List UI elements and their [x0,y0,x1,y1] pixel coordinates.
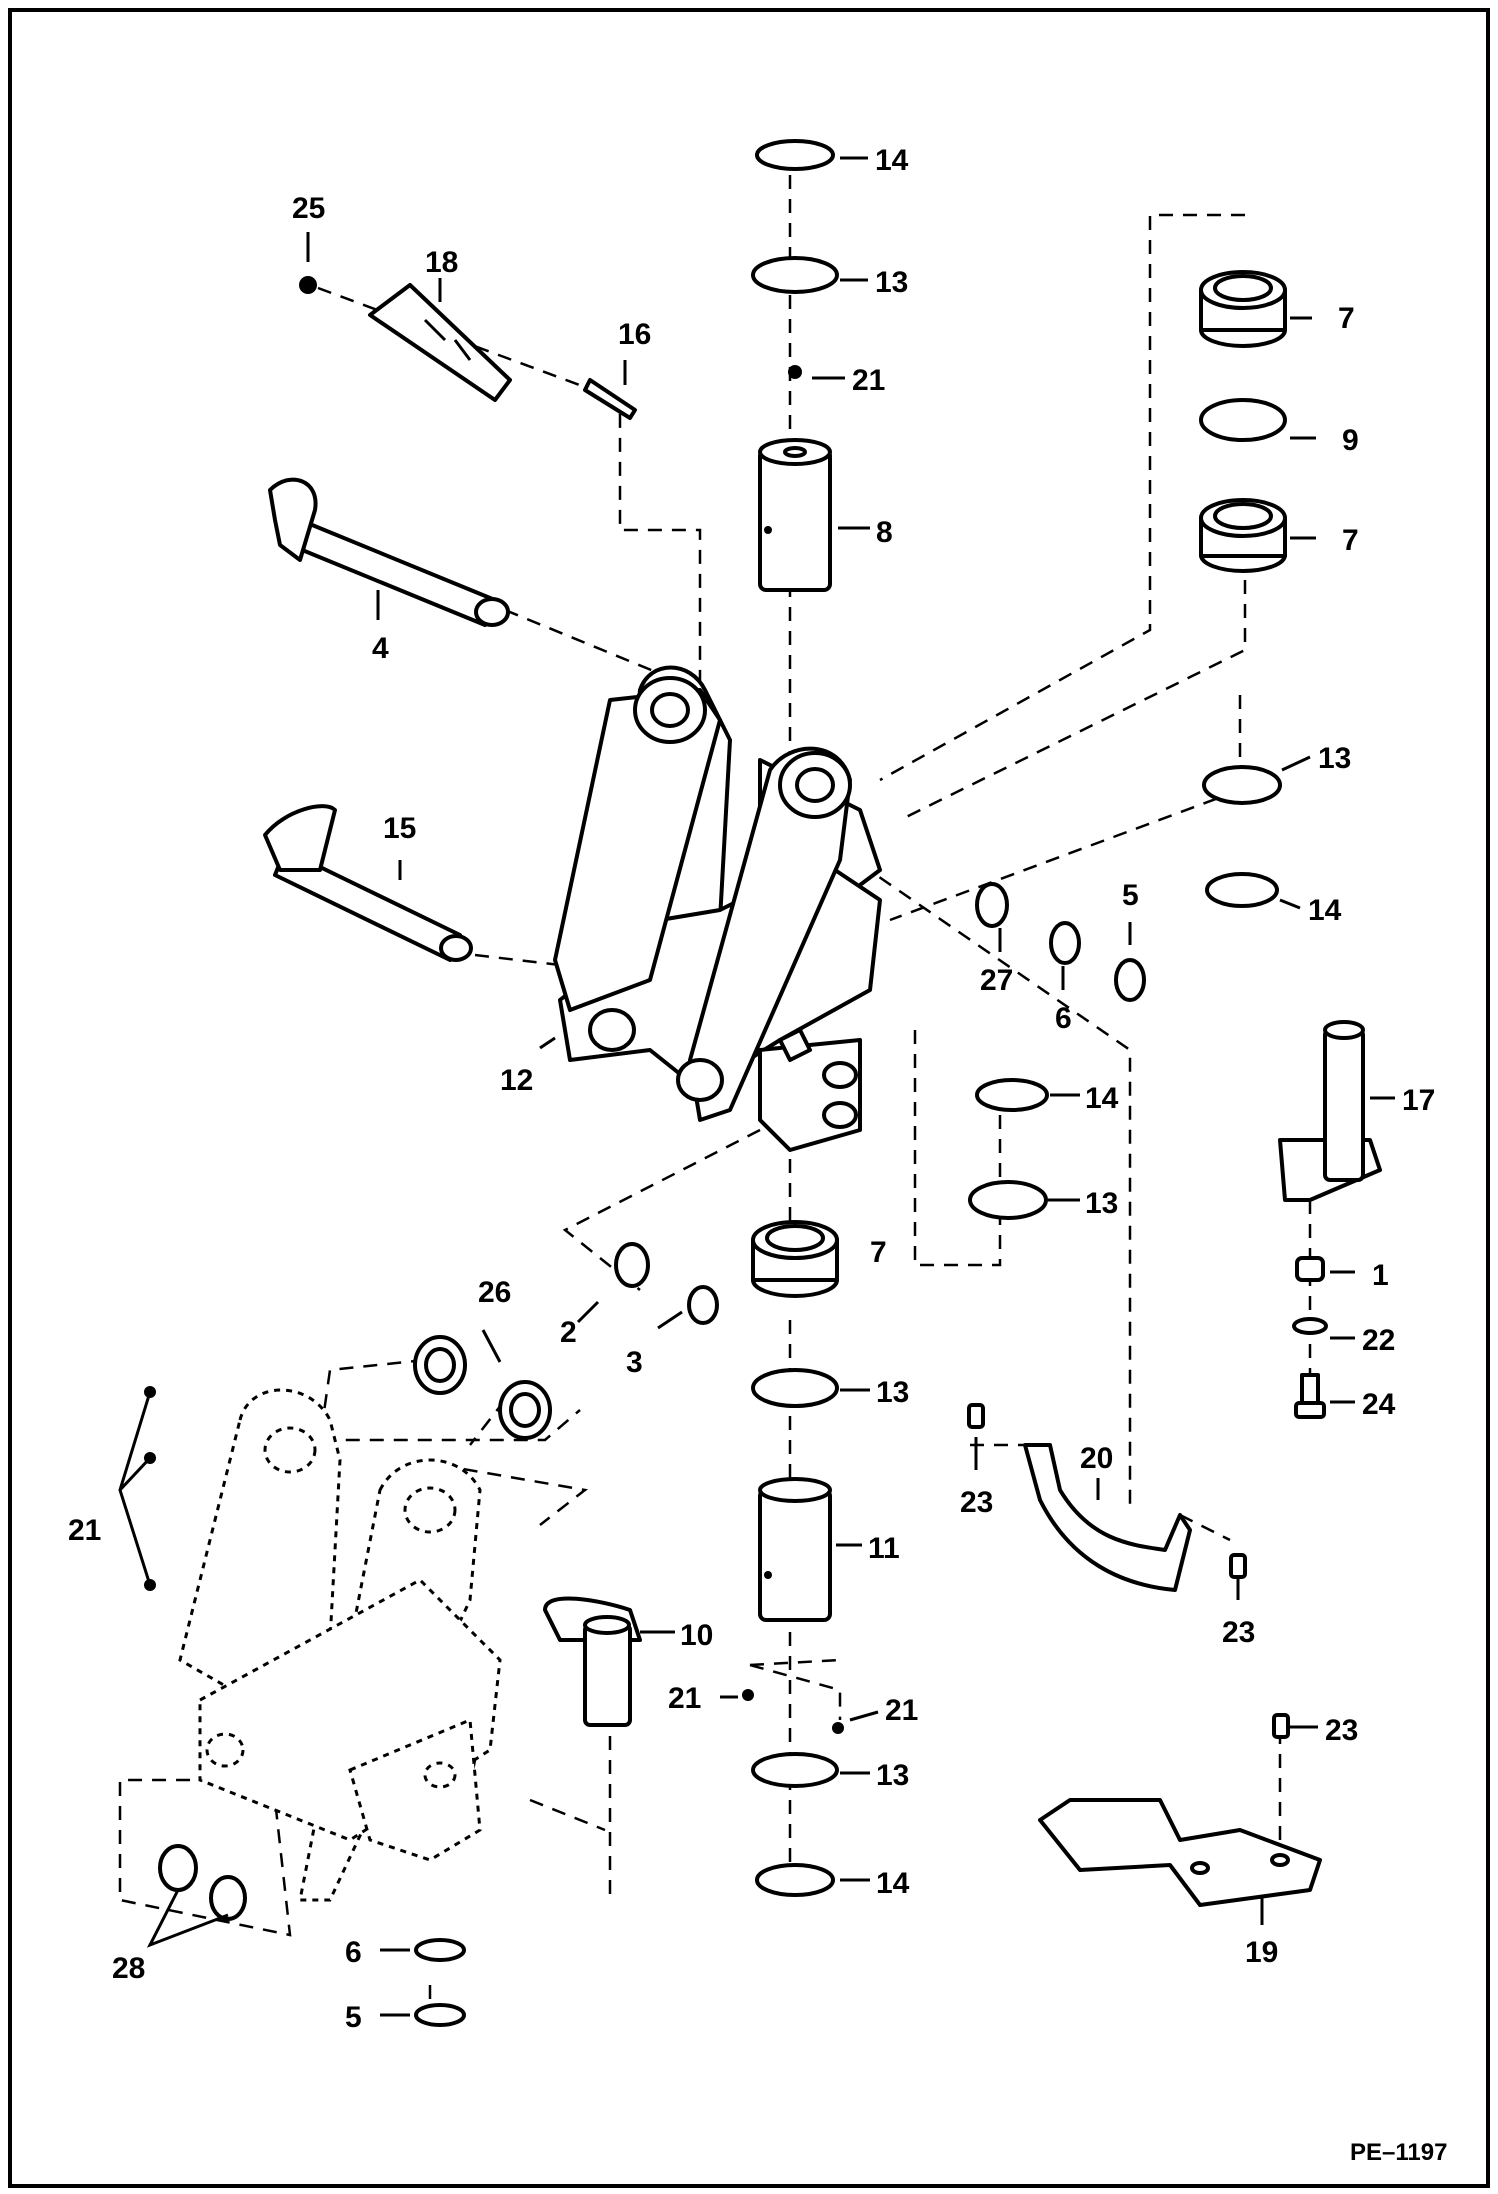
ring-part-14 [755,139,1279,1897]
bushing-part-26 [413,1335,552,1440]
callout-14: 14 [875,144,909,177]
drawing-code: PE–1197 [1350,2139,1447,2166]
callout-21: 21 [852,364,885,397]
pin-part-4 [268,477,510,627]
callout-1: 1 [1372,1259,1389,1292]
callout-21: 21 [68,1514,101,1547]
callout-14: 14 [876,1867,910,1900]
callout-23: 23 [960,1486,993,1519]
leader-lines [118,156,1395,2017]
callout-19: 19 [1245,1936,1278,1969]
ring-part-13 [751,256,1282,1788]
callout-23: 23 [1325,1714,1358,1747]
callout-5: 5 [345,2001,362,2034]
callout-28: 28 [112,1952,145,1985]
bushing-part-7-low [751,1220,839,1298]
pin-part-17 [1278,1020,1382,1202]
callout-7: 7 [1342,524,1359,557]
callout-7: 7 [870,1236,887,1269]
callout-3: 3 [626,1346,643,1379]
washer-parts-small [158,882,1328,2027]
ghost-frame-outline [178,1388,502,1902]
callout-24: 24 [1362,1388,1396,1421]
callout-17: 17 [1402,1084,1435,1117]
callout-23: 23 [1222,1616,1255,1649]
pin-part-11 [758,1477,832,1622]
callout-6: 6 [345,1936,362,1969]
callout-13: 13 [1318,742,1351,775]
callout-13: 13 [1085,1187,1118,1220]
pin-part-15 [263,804,473,962]
callout-13: 13 [875,266,908,299]
callout-6: 6 [1055,1002,1072,1035]
callout-14: 14 [1085,1082,1119,1115]
callout-16: 16 [618,318,651,351]
callout-22: 22 [1362,1324,1395,1357]
pin-part-8 [758,438,832,592]
callout-13: 13 [876,1376,909,1409]
pin-part-16 [583,378,637,420]
callout-21: 21 [885,1694,918,1727]
callout-8: 8 [876,516,893,549]
callout-5: 5 [1122,879,1139,912]
callout-13: 13 [876,1759,909,1792]
callout-2: 2 [560,1316,577,1349]
callout-20: 20 [1080,1442,1113,1475]
bushing-part-7-top [1199,270,1287,348]
fitting-part-25 [299,276,317,294]
bolt-part-24 [1294,1373,1326,1419]
swing-frame-part-12 [553,665,882,1152]
callout-12: 12 [500,1064,533,1097]
callout-27: 27 [980,964,1013,997]
callout-labels: 14 13 21 8 25 18 16 7 9 7 4 13 14 15 5 2… [68,144,1447,2166]
callout-21: 21 [668,1682,701,1715]
callout-10: 10 [680,1619,713,1652]
plate-part-18 [368,283,512,402]
ring-part-9 [1199,398,1287,442]
pin-part-10 [543,1596,642,1727]
nut-part-1 [1295,1256,1325,1282]
bracket-part-20 [1023,1443,1192,1592]
callout-15: 15 [383,812,416,845]
bushing-part-7-mid [1199,498,1287,573]
callout-4: 4 [372,632,389,665]
bolt-part-23 [967,1403,1290,1739]
callout-25: 25 [292,192,325,225]
callout-11: 11 [868,1532,900,1565]
callout-18: 18 [425,246,458,279]
plate-part-19 [1038,1798,1322,1907]
callout-9: 9 [1342,424,1359,457]
diagram-frame [8,8,1490,2188]
callout-26: 26 [478,1276,511,1309]
callout-7: 7 [1338,302,1355,335]
callout-14: 14 [1308,894,1342,927]
